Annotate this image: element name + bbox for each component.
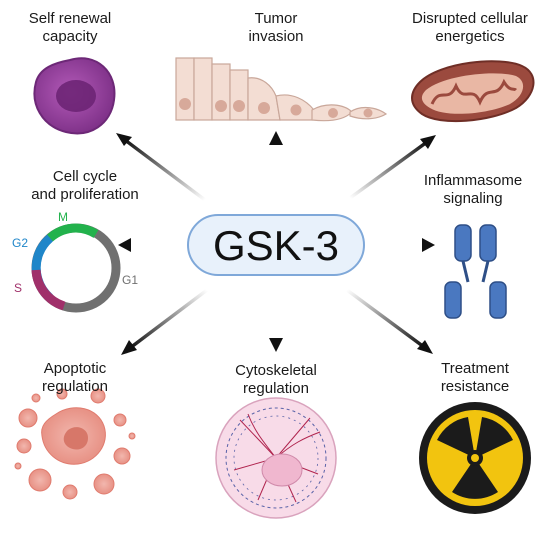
arrow-treatment: [345, 288, 433, 354]
cell-cycle-ring-icon: [31, 223, 121, 313]
arrow-inflammasome: [368, 238, 435, 252]
arrow-disrupted-energetics: [348, 135, 436, 200]
arrow-tumor-invasion: [269, 131, 283, 200]
arrow-apoptotic: [121, 288, 209, 355]
apoptotic-body-icon: [14, 388, 136, 500]
arrow-cell-cycle: [118, 238, 185, 252]
gsk3-hub-box: [187, 214, 365, 276]
label-disrupted-energetics: Disrupted cellular energetics: [412, 10, 528, 45]
radiation-icon: [419, 402, 531, 514]
antibody-icon: [444, 224, 507, 319]
label-inflammasome: Inflammasome signaling: [423, 172, 523, 207]
label-cytoskeletal: Cytoskeletal regulation: [235, 362, 317, 397]
phase-m-label: M: [58, 210, 68, 224]
epithelium-icon: [175, 57, 388, 122]
phase-g1-label: G1: [122, 273, 139, 287]
phase-s-label: S: [14, 281, 23, 295]
phase-g2-label: G2: [12, 236, 29, 250]
arrow-cytoskeletal: [269, 290, 283, 352]
arrow-self-renewal: [116, 133, 207, 202]
mitochondrion-icon: [411, 60, 535, 123]
cytoskeleton-icon: [215, 397, 337, 519]
label-tumor-invasion: Tumor invasion: [248, 10, 304, 45]
cell-icon: [33, 57, 116, 135]
label-cell-cycle: Cell cycle and proliferation: [31, 168, 139, 203]
label-apoptotic: Apoptotic regulation: [42, 360, 108, 395]
label-treatment: Treatment resistance: [440, 360, 510, 395]
gsk3-label: GSK-3: [212, 222, 340, 269]
label-self-renewal: Self renewal capacity: [28, 10, 112, 45]
